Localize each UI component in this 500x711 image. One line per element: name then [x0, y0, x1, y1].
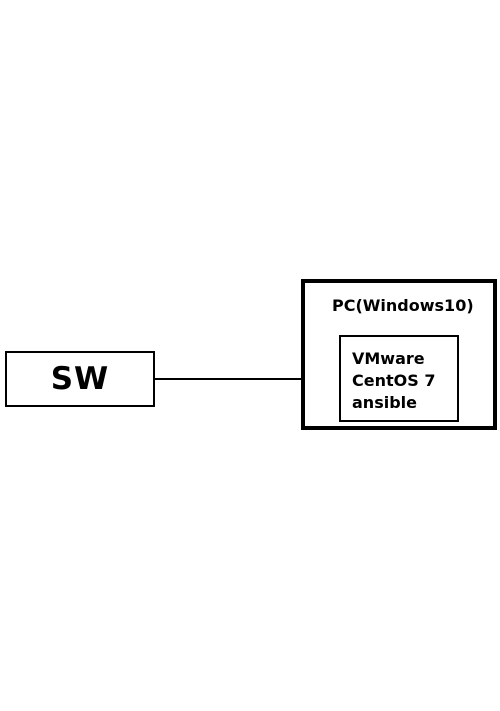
vm-line-os: CentOS 7: [352, 371, 436, 390]
vm-node: VMware CentOS 7 ansible: [339, 335, 459, 422]
vm-software-list: VMware CentOS 7 ansible: [352, 348, 435, 414]
vm-line-tool: ansible: [352, 393, 417, 412]
vm-line-hypervisor: VMware: [352, 349, 425, 368]
connection-line: [155, 378, 339, 380]
switch-node: SW: [5, 351, 155, 407]
switch-label: SW: [50, 361, 110, 397]
pc-label: PC(Windows10): [332, 296, 474, 315]
